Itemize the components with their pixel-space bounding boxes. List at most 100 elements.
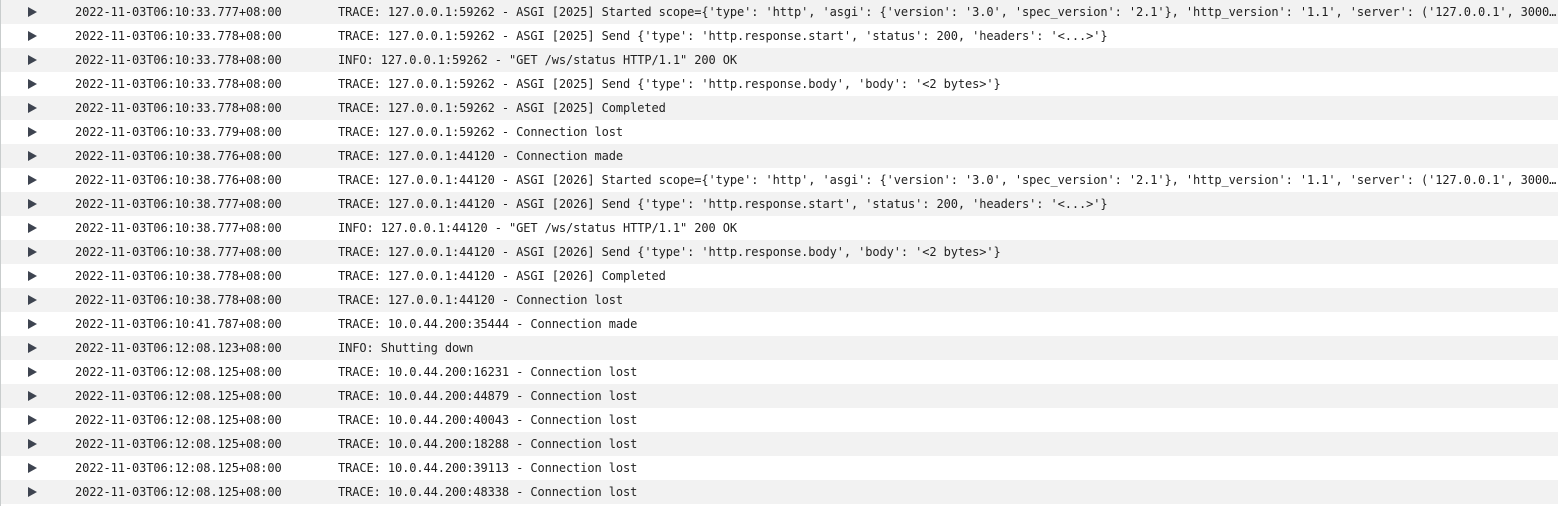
expand-arrow-cell[interactable]	[1, 439, 75, 449]
expand-arrow-icon[interactable]	[28, 391, 37, 401]
log-row[interactable]: 2022-11-03T06:10:33.778+08:00 TRACE: 127…	[1, 72, 1558, 96]
expand-arrow-cell[interactable]	[1, 247, 75, 257]
expand-arrow-cell[interactable]	[1, 223, 75, 233]
expand-arrow-icon[interactable]	[28, 7, 37, 17]
log-message: TRACE: 10.0.44.200:48338 - Connection lo…	[338, 485, 638, 499]
expand-arrow-icon[interactable]	[28, 271, 37, 281]
expand-arrow-cell[interactable]	[1, 31, 75, 41]
expand-arrow-cell[interactable]	[1, 199, 75, 209]
expand-arrow-icon[interactable]	[28, 343, 37, 353]
expand-arrow-cell[interactable]	[1, 415, 75, 425]
log-timestamp: 2022-11-03T06:10:38.778+08:00	[75, 293, 282, 307]
log-row[interactable]: 2022-11-03T06:10:38.776+08:00 TRACE: 127…	[1, 168, 1558, 192]
expand-arrow-icon[interactable]	[28, 151, 37, 161]
log-row[interactable]: 2022-11-03T06:10:33.777+08:00 TRACE: 127…	[1, 0, 1558, 24]
log-timestamp: 2022-11-03T06:10:33.778+08:00	[75, 101, 282, 115]
expand-arrow-icon[interactable]	[28, 367, 37, 377]
expand-arrow-cell[interactable]	[1, 487, 75, 497]
log-row[interactable]: 2022-11-03T06:12:08.123+08:00 INFO: Shut…	[1, 336, 1558, 360]
expand-arrow-cell[interactable]	[1, 151, 75, 161]
expand-arrow-icon[interactable]	[28, 175, 37, 185]
log-row[interactable]: 2022-11-03T06:10:38.777+08:00 TRACE: 127…	[1, 240, 1558, 264]
log-timestamp: 2022-11-03T06:10:33.778+08:00	[75, 29, 282, 43]
log-message: TRACE: 127.0.0.1:44120 - Connection made	[338, 149, 623, 163]
log-timestamp: 2022-11-03T06:10:38.777+08:00	[75, 245, 282, 259]
log-row[interactable]: 2022-11-03T06:12:08.125+08:00 TRACE: 10.…	[1, 432, 1558, 456]
log-row[interactable]: 2022-11-03T06:10:33.778+08:00 TRACE: 127…	[1, 96, 1558, 120]
expand-arrow-icon[interactable]	[28, 31, 37, 41]
log-message: TRACE: 10.0.44.200:44879 - Connection lo…	[338, 389, 638, 403]
expand-arrow-icon[interactable]	[28, 127, 37, 137]
expand-arrow-icon[interactable]	[28, 415, 37, 425]
log-timestamp: 2022-11-03T06:10:33.778+08:00	[75, 53, 282, 67]
log-timestamp: 2022-11-03T06:12:08.125+08:00	[75, 461, 282, 475]
log-timestamp: 2022-11-03T06:12:08.125+08:00	[75, 365, 282, 379]
log-message: INFO: Shutting down	[338, 341, 474, 355]
expand-arrow-cell[interactable]	[1, 55, 75, 65]
expand-arrow-cell[interactable]	[1, 295, 75, 305]
log-message: TRACE: 10.0.44.200:40043 - Connection lo…	[338, 413, 638, 427]
expand-arrow-cell[interactable]	[1, 127, 75, 137]
log-timestamp: 2022-11-03T06:10:33.778+08:00	[75, 77, 282, 91]
log-message: TRACE: 10.0.44.200:18288 - Connection lo…	[338, 437, 638, 451]
log-row[interactable]: 2022-11-03T06:12:08.125+08:00 TRACE: 10.…	[1, 480, 1558, 504]
log-message: TRACE: 127.0.0.1:59262 - Connection lost	[338, 125, 623, 139]
expand-arrow-cell[interactable]	[1, 79, 75, 89]
log-timestamp: 2022-11-03T06:12:08.125+08:00	[75, 485, 282, 499]
expand-arrow-icon[interactable]	[28, 463, 37, 473]
log-message: TRACE: 127.0.0.1:44120 - Connection lost	[338, 293, 623, 307]
expand-arrow-icon[interactable]	[28, 247, 37, 257]
expand-arrow-icon[interactable]	[28, 55, 37, 65]
log-row[interactable]: 2022-11-03T06:10:33.778+08:00 TRACE: 127…	[1, 24, 1558, 48]
log-row[interactable]: 2022-11-03T06:12:08.125+08:00 TRACE: 10.…	[1, 456, 1558, 480]
expand-arrow-icon[interactable]	[28, 487, 37, 497]
expand-arrow-cell[interactable]	[1, 391, 75, 401]
expand-arrow-cell[interactable]	[1, 463, 75, 473]
expand-arrow-cell[interactable]	[1, 271, 75, 281]
log-message: TRACE: 127.0.0.1:44120 - ASGI [2026] Com…	[338, 269, 666, 283]
expand-arrow-icon[interactable]	[28, 295, 37, 305]
expand-arrow-cell[interactable]	[1, 175, 75, 185]
expand-arrow-cell[interactable]	[1, 367, 75, 377]
log-message: TRACE: 127.0.0.1:59262 - ASGI [2025] Com…	[338, 101, 666, 115]
log-timestamp: 2022-11-03T06:10:38.777+08:00	[75, 197, 282, 211]
log-row[interactable]: 2022-11-03T06:10:41.787+08:00 TRACE: 10.…	[1, 312, 1558, 336]
expand-arrow-icon[interactable]	[28, 199, 37, 209]
expand-arrow-icon[interactable]	[28, 103, 37, 113]
log-message: INFO: 127.0.0.1:59262 - "GET /ws/status …	[338, 53, 737, 67]
log-message: TRACE: 10.0.44.200:39113 - Connection lo…	[338, 461, 638, 475]
log-message: TRACE: 127.0.0.1:44120 - ASGI [2026] Sta…	[338, 173, 1557, 187]
log-row[interactable]: 2022-11-03T06:12:08.125+08:00 TRACE: 10.…	[1, 384, 1558, 408]
log-row[interactable]: 2022-11-03T06:10:33.778+08:00 INFO: 127.…	[1, 48, 1558, 72]
log-timestamp: 2022-11-03T06:10:41.787+08:00	[75, 317, 282, 331]
log-timestamp: 2022-11-03T06:10:38.778+08:00	[75, 269, 282, 283]
log-message: TRACE: 127.0.0.1:44120 - ASGI [2026] Sen…	[338, 245, 1001, 259]
log-timestamp: 2022-11-03T06:12:08.125+08:00	[75, 389, 282, 403]
log-row[interactable]: 2022-11-03T06:10:38.777+08:00 TRACE: 127…	[1, 192, 1558, 216]
log-timestamp: 2022-11-03T06:10:38.776+08:00	[75, 149, 282, 163]
log-timestamp: 2022-11-03T06:10:38.776+08:00	[75, 173, 282, 187]
log-timestamp: 2022-11-03T06:10:38.777+08:00	[75, 221, 282, 235]
expand-arrow-cell[interactable]	[1, 343, 75, 353]
log-timestamp: 2022-11-03T06:12:08.123+08:00	[75, 341, 282, 355]
expand-arrow-cell[interactable]	[1, 103, 75, 113]
log-row[interactable]: 2022-11-03T06:12:08.125+08:00 TRACE: 10.…	[1, 360, 1558, 384]
log-row[interactable]: 2022-11-03T06:10:38.776+08:00 TRACE: 127…	[1, 144, 1558, 168]
log-timestamp: 2022-11-03T06:10:33.777+08:00	[75, 5, 282, 19]
log-row[interactable]: 2022-11-03T06:10:33.779+08:00 TRACE: 127…	[1, 120, 1558, 144]
expand-arrow-cell[interactable]	[1, 319, 75, 329]
log-row[interactable]: 2022-11-03T06:10:38.778+08:00 TRACE: 127…	[1, 288, 1558, 312]
log-row[interactable]: 2022-11-03T06:10:38.778+08:00 TRACE: 127…	[1, 264, 1558, 288]
expand-arrow-icon[interactable]	[28, 223, 37, 233]
log-row[interactable]: 2022-11-03T06:12:08.125+08:00 TRACE: 10.…	[1, 408, 1558, 432]
expand-arrow-icon[interactable]	[28, 79, 37, 89]
expand-arrow-icon[interactable]	[28, 439, 37, 449]
log-message: TRACE: 127.0.0.1:59262 - ASGI [2025] Sen…	[338, 29, 1108, 43]
log-message: TRACE: 127.0.0.1:59262 - ASGI [2025] Sta…	[338, 5, 1557, 19]
log-timestamp: 2022-11-03T06:12:08.125+08:00	[75, 437, 282, 451]
expand-arrow-icon[interactable]	[28, 319, 37, 329]
log-row[interactable]: 2022-11-03T06:10:38.777+08:00 INFO: 127.…	[1, 216, 1558, 240]
expand-arrow-cell[interactable]	[1, 7, 75, 17]
log-message: TRACE: 10.0.44.200:35444 - Connection ma…	[338, 317, 638, 331]
